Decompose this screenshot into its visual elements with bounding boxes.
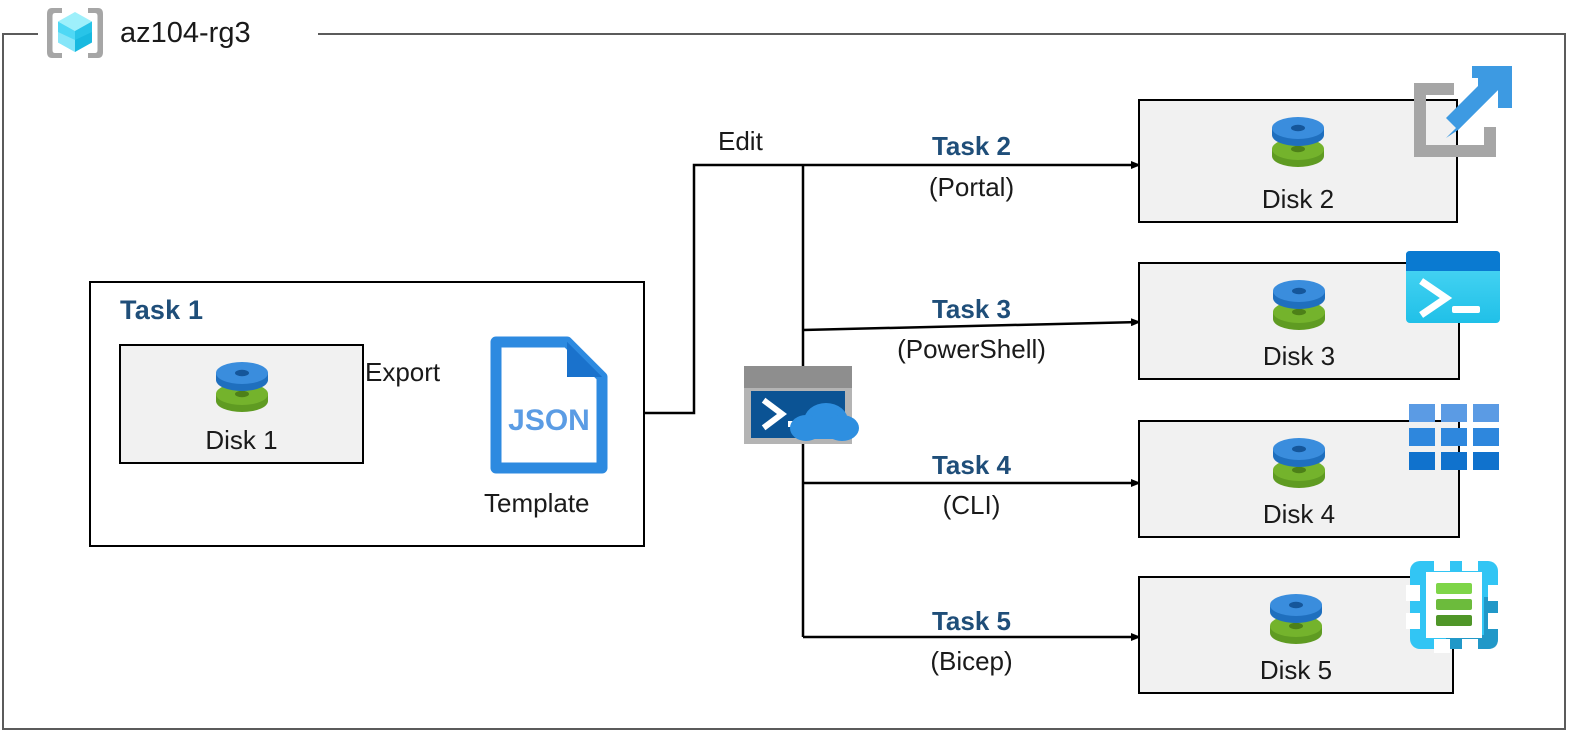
bicep-bar-2 xyxy=(1436,599,1472,610)
azure-portal-icon-wrap[interactable] xyxy=(1408,62,1518,172)
template-caption: Template xyxy=(484,488,590,518)
task5-method-label: (Bicep) xyxy=(930,646,1013,676)
task3-label: Task 3 xyxy=(931,294,1011,324)
disk2-box[interactable]: Disk 2 xyxy=(1138,99,1458,223)
disk3-label: Disk 3 xyxy=(1262,341,1336,371)
bicep-icon xyxy=(1406,557,1502,653)
disk5-label: Disk 5 xyxy=(1259,655,1333,685)
resource-group-frame xyxy=(2,33,1566,730)
disk5-box[interactable]: Disk 5 xyxy=(1138,576,1454,694)
disk-icon xyxy=(1273,280,1325,330)
task1-label: Task 1 xyxy=(120,295,204,325)
resource-group-cube-icon xyxy=(47,8,103,58)
disk-icon xyxy=(1270,594,1322,644)
bicep-icon-wrap[interactable] xyxy=(1406,557,1502,658)
task3-method-label: (PowerShell) xyxy=(897,334,1046,364)
cloud-shell-icon xyxy=(744,366,859,444)
task4-label: Task 4 xyxy=(931,450,1011,480)
azure-portal-icon xyxy=(1414,66,1512,157)
json-file-icon: JSON xyxy=(490,336,608,474)
cloud-shape xyxy=(790,403,859,441)
disk1-label: Disk 1 xyxy=(205,425,278,455)
disk1-box[interactable]: Disk 1 xyxy=(119,344,364,464)
task4-method-label: (CLI) xyxy=(942,490,1001,520)
bicep-bar-3 xyxy=(1436,615,1472,626)
disk-icon xyxy=(215,362,268,412)
disk3-icon-wrap xyxy=(1268,274,1330,336)
bicep-bar-1 xyxy=(1436,583,1472,594)
export-label: Export xyxy=(365,357,441,387)
disk5-icon-wrap xyxy=(1265,588,1327,650)
resource-group-header: az104-rg3 xyxy=(44,2,251,64)
azure-cli-icon-wrap[interactable] xyxy=(1409,404,1499,475)
task5-label: Task 5 xyxy=(931,606,1011,636)
resource-group-title: az104-rg3 xyxy=(120,16,251,49)
task2-label: Task 2 xyxy=(931,131,1011,161)
disk-icon xyxy=(1273,438,1325,488)
disk4-label: Disk 4 xyxy=(1262,499,1336,529)
disk1-icon-wrap xyxy=(211,356,273,418)
powershell-icon-wrap[interactable] xyxy=(1406,251,1500,328)
disk2-label: Disk 2 xyxy=(1261,184,1335,214)
task2-method-label: (Portal) xyxy=(928,172,1015,202)
json-template-icon-wrap[interactable]: JSON xyxy=(489,335,609,480)
disk2-icon-wrap xyxy=(1267,111,1329,173)
cloud-shell-icon-wrap[interactable] xyxy=(744,366,864,449)
disk4-icon-wrap xyxy=(1268,432,1330,494)
powershell-icon xyxy=(1406,251,1500,323)
json-file-type-text: JSON xyxy=(508,404,590,437)
arrow-shape xyxy=(1446,66,1512,138)
disk-icon xyxy=(1272,117,1324,167)
edit-label: Edit xyxy=(718,126,763,156)
disk4-box[interactable]: Disk 4 xyxy=(1138,420,1460,538)
azure-cli-icon xyxy=(1409,404,1499,470)
